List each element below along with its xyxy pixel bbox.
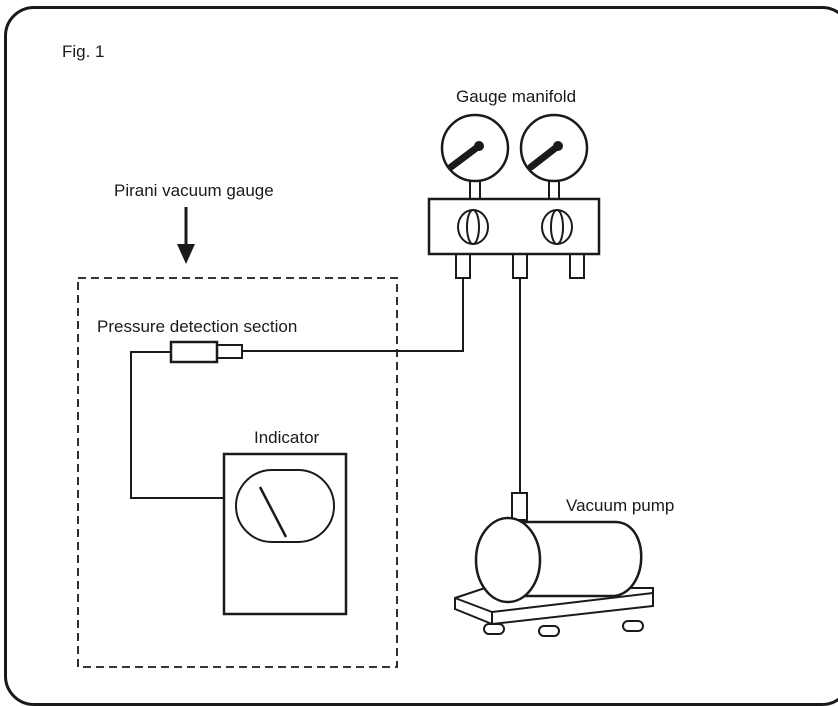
pressure-detection-section-label: Pressure detection section <box>97 317 298 336</box>
left-pressure-gauge-icon <box>440 113 510 200</box>
down-arrow-icon <box>177 207 195 264</box>
vacuum-pump <box>454 492 654 637</box>
left-valve-icon <box>457 209 489 245</box>
indicator-meter <box>222 452 348 616</box>
figure-caption: Fig. 1 <box>62 42 105 61</box>
vacuum-pump-label: Vacuum pump <box>566 496 675 515</box>
diagram-canvas <box>77 113 654 668</box>
meter-needle <box>258 486 288 538</box>
gauge-manifold <box>427 113 601 279</box>
meter-dial <box>235 469 335 543</box>
hose-to-detector <box>242 278 464 352</box>
pirani-vacuum-gauge-label: Pirani vacuum gauge <box>114 181 274 200</box>
gauge-manifold-label: Gauge manifold <box>456 87 577 106</box>
sensor-cable <box>130 351 224 499</box>
right-valve-icon <box>541 209 573 245</box>
pressure-sensor <box>169 340 243 364</box>
left-port <box>455 253 471 279</box>
center-port <box>512 253 528 279</box>
pirani-gauge-boundary <box>77 277 398 668</box>
indicator-label: Indicator <box>254 428 320 447</box>
right-pressure-gauge-icon <box>519 113 589 200</box>
right-port <box>569 253 585 279</box>
